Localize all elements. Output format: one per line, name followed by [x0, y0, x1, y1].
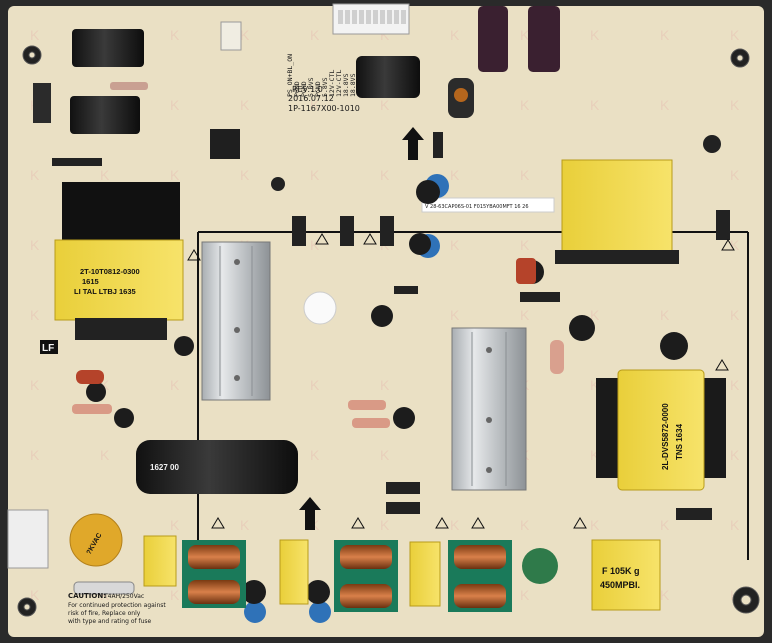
- top-left-components: [33, 29, 240, 166]
- pin-label-2: PGND: [300, 81, 308, 97]
- barcode-sticker: [421, 197, 555, 213]
- bulk-capacitor-mark: 1627 00: [150, 463, 179, 472]
- board-date: 2016.07.12: [288, 94, 334, 103]
- small-parts: [72, 132, 730, 520]
- heatsink-center: [451, 327, 527, 491]
- pin-label-6: 12V-CTL: [328, 70, 336, 97]
- bulk-capacitor: 1627 00: [136, 440, 298, 494]
- caution-title: CAUTION:: [68, 592, 106, 600]
- ac-input-connector: [7, 509, 49, 569]
- x-cap-mark-0: F 105K g: [602, 566, 640, 576]
- caution-line-2: with type and rating of fuse: [68, 618, 152, 625]
- pin-label-9: 18.8VS: [349, 73, 357, 97]
- yellow-x-caps: [143, 535, 661, 611]
- ic-small: [220, 21, 242, 51]
- heatsink-left: [201, 241, 271, 401]
- top-capacitors: [356, 6, 560, 118]
- connector-pin-labels: PS_ON+BL_ON PGND PGND 5.0VS PGND 5.8VS 1…: [286, 54, 357, 97]
- top-connector: [332, 3, 410, 35]
- caution-rating: T4AH/250Vac: [103, 593, 144, 600]
- left-transformer-label-2: LI TAL LTBJ 1635: [74, 287, 136, 296]
- top-right-transformer: [555, 159, 679, 264]
- pin-label-3: 5.0VS: [307, 77, 315, 97]
- pin-label-0: PS_ON+BL_ON: [286, 54, 294, 97]
- direction-arrows: [299, 127, 424, 530]
- caution-line-1: risk of fire, Replace only: [68, 610, 141, 617]
- x-cap-mark-1: 450MPBI.: [600, 580, 640, 590]
- pin-label-4: PGND: [314, 81, 322, 97]
- right-transformer-label-1: TNS 1634: [675, 423, 684, 460]
- board-part-number: 1P-1167X00-1010: [288, 104, 360, 113]
- lf-mark-box: [40, 340, 58, 354]
- bottom-chokes: [182, 540, 512, 612]
- pin-label-5: 5.8VS: [321, 77, 329, 97]
- barcode-label: V 28-63CAP06S-01 F015YBA00MFT 16 26: [425, 204, 529, 210]
- caution-line-0: For continued protection against: [68, 602, 166, 609]
- varistor: [69, 513, 123, 567]
- board-revision: REV:1.0: [292, 85, 323, 94]
- right-transformer: 2L-DVS5872-0000 TNS 1634: [596, 369, 726, 491]
- mounting-holes: [17, 45, 760, 617]
- white-ball: [303, 291, 337, 325]
- pin-label-8: 18.8VS: [342, 73, 350, 97]
- green-disc-capacitor: [522, 548, 558, 584]
- lf-mark: LF: [42, 343, 54, 354]
- right-transformer-label-0: 2L-DVS5872-0000: [661, 403, 670, 470]
- left-transformer: 2T-10T0812-0300 1615 LI TAL LTBJ 1635: [54, 182, 184, 340]
- left-transformer-label-1: 1615: [82, 277, 99, 286]
- caution-block: CAUTION: T4AH/250Vac For continued prote…: [68, 592, 166, 625]
- left-transformer-label-0: 2T-10T0812-0300: [80, 267, 140, 276]
- pin-label-7: 12V-CTL: [335, 70, 343, 97]
- warning-triangles: [187, 233, 735, 529]
- fuse: [73, 581, 135, 595]
- pin-label-1: PGND: [293, 81, 301, 97]
